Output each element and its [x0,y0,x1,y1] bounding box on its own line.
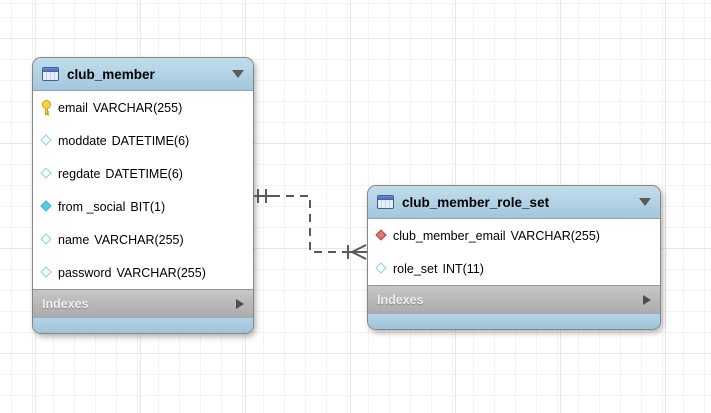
column-list: email VARCHAR(255) moddate DATETIME(6) r… [33,91,253,289]
nullable-diamond-icon [375,261,388,276]
column-name: email [58,100,88,115]
column-type: INT(11) [442,261,484,276]
column-name: regdate [58,166,101,181]
column-row[interactable]: from _social BIT(1) [33,190,253,223]
column-row[interactable]: moddate DATETIME(6) [33,124,253,157]
column-list: club_member_email VARCHAR(255) role_set … [368,219,660,285]
column-row[interactable]: role_set INT(11) [368,252,660,285]
expand-triangle-right-icon[interactable] [643,294,651,305]
cardinality-many-end-icon [347,244,367,260]
column-row[interactable]: club_member_email VARCHAR(255) [368,219,660,252]
column-type: VARCHAR(255) [94,232,184,247]
table-header[interactable]: club_member [33,58,253,91]
table-footer [368,313,660,329]
column-type: BIT(1) [130,199,166,214]
table-footer [33,317,253,333]
table-club-member-role-set[interactable]: club_member_role_set club_member_email V… [367,185,661,330]
column-row[interactable]: regdate DATETIME(6) [33,157,253,190]
table-title: club_member_role_set [402,194,550,210]
nullable-diamond-icon [40,265,53,280]
connector-dashed-path[interactable] [272,195,344,253]
column-type: VARCHAR(255) [116,265,206,280]
primary-key-icon [40,100,53,115]
collapse-triangle-down-icon[interactable] [639,198,651,206]
not-null-diamond-icon [40,199,53,214]
column-row[interactable]: email VARCHAR(255) [33,91,253,124]
cardinality-one-end-icon [257,189,267,203]
column-name: password [58,265,112,280]
column-type: DATETIME(6) [105,166,183,181]
table-grid-icon [377,195,394,209]
indexes-section[interactable]: Indexes [33,289,253,317]
column-name: from _social [58,199,126,214]
column-row[interactable]: password VARCHAR(255) [33,256,253,289]
column-name: role_set [393,261,438,276]
column-row[interactable]: name VARCHAR(255) [33,223,253,256]
foreign-key-diamond-icon [375,228,388,243]
column-type: VARCHAR(255) [510,228,600,243]
column-type: DATETIME(6) [111,133,190,148]
column-name: moddate [58,133,107,148]
table-grid-icon [42,67,59,81]
table-header[interactable]: club_member_role_set [368,186,660,219]
column-name: name [58,232,90,247]
column-name: club_member_email [393,228,506,243]
nullable-diamond-icon [40,232,53,247]
expand-triangle-right-icon[interactable] [236,298,244,309]
nullable-diamond-icon [40,133,53,148]
table-title: club_member [67,66,155,82]
indexes-label: Indexes [42,296,89,311]
collapse-triangle-down-icon[interactable] [232,70,244,78]
indexes-label: Indexes [377,292,424,307]
column-type: VARCHAR(255) [92,100,183,115]
table-club-member[interactable]: club_member email VARCHAR(255) moddate D… [32,57,254,334]
nullable-diamond-icon [40,166,53,181]
indexes-section[interactable]: Indexes [368,285,660,313]
